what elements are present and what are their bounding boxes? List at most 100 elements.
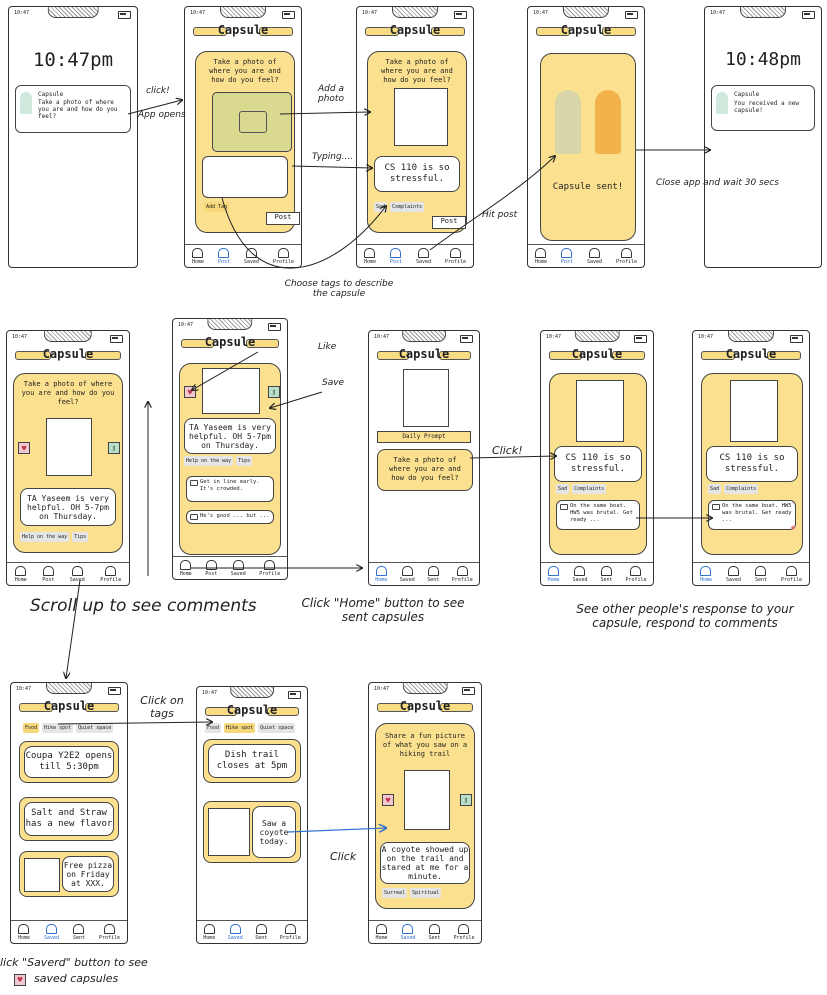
tag-chip[interactable]: Tips: [236, 456, 253, 466]
saved-capsule[interactable]: Coupa Y2E2 opens till 5:30pm: [19, 741, 119, 783]
tab-saved[interactable]: Saved: [416, 247, 431, 265]
comment[interactable]: He's good ... but ...: [186, 510, 274, 524]
notch: [43, 331, 93, 342]
star-icon[interactable]: ★: [789, 522, 796, 533]
tab-sent[interactable]: Sent: [73, 923, 85, 941]
tag-filter[interactable]: Quiet space: [76, 723, 114, 733]
tag-filter[interactable]: Food: [205, 723, 222, 733]
tab-post[interactable]: Post: [218, 247, 230, 265]
capsule-text: Saw a coyote today.: [252, 806, 296, 858]
saved-capsule[interactable]: Saw a coyote today.: [203, 801, 301, 863]
saved-capsule[interactable]: Salt and Straw has a new flavor: [19, 797, 119, 841]
tab-saved[interactable]: Saved: [228, 923, 243, 941]
tag-chip[interactable]: Complaints: [724, 484, 759, 494]
post-button[interactable]: Post: [266, 212, 300, 225]
tab-profile[interactable]: Profile: [259, 559, 280, 577]
photo-student-laptop: [576, 380, 624, 442]
save-button[interactable]: ▯: [108, 442, 120, 454]
tag-filter[interactable]: Food: [23, 723, 40, 733]
save-button[interactable]: ▯: [460, 794, 472, 806]
post-button[interactable]: Post: [432, 216, 466, 229]
tag-chip[interactable]: Help on the way: [20, 532, 70, 542]
tab-home[interactable]: Home: [375, 923, 388, 941]
status-time: 10:47: [12, 334, 28, 340]
tab-saved[interactable]: Saved: [231, 559, 246, 577]
tab-post[interactable]: Post: [42, 565, 54, 583]
tab-home[interactable]: Home: [535, 247, 547, 265]
add-tag-button[interactable]: Add Tag: [204, 202, 230, 212]
comment[interactable]: On the same boat. HW5 was brutal. Get re…: [708, 500, 796, 530]
tab-home[interactable]: Home: [18, 923, 30, 941]
prompt-text: Share a fun picture of what you saw on a…: [382, 732, 468, 758]
tag-chip[interactable]: Complaints: [572, 484, 607, 494]
logo-text: Capsule: [571, 347, 623, 361]
tag-chip[interactable]: Complaints: [390, 202, 425, 212]
tab-home[interactable]: Home: [547, 565, 560, 583]
tab-home[interactable]: Home: [375, 565, 387, 583]
saved-capsule[interactable]: Free pizza on Friday at XXX.: [19, 851, 119, 897]
tab-post[interactable]: Post: [561, 247, 573, 265]
tab-sent[interactable]: Sent: [600, 565, 613, 583]
tab-profile[interactable]: Profile: [100, 565, 121, 583]
notification-card[interactable]: Capsule You received a new capsule!: [711, 85, 815, 131]
tab-home[interactable]: Home: [15, 565, 27, 583]
send-icon: [255, 923, 267, 934]
phone-sent-capsule-detail: 10:47 Capsule CS 110 is so stressful. Sa…: [540, 330, 654, 586]
tab-profile[interactable]: Profile: [99, 923, 120, 941]
tab-post[interactable]: Post: [205, 559, 217, 577]
tab-sent[interactable]: Sent: [255, 923, 267, 941]
tab-saved[interactable]: Saved: [400, 923, 416, 941]
tab-profile[interactable]: Profile: [280, 923, 301, 941]
tab-saved[interactable]: Saved: [244, 247, 259, 265]
tab-profile[interactable]: Profile: [625, 565, 647, 583]
capsule-card: ♥ ▯ TA Yaseem is very helpful. OH 5-7pm …: [179, 363, 281, 555]
like-button[interactable]: ♥: [382, 794, 394, 806]
tag-filter[interactable]: Quiet space: [258, 723, 296, 733]
tab-home[interactable]: Home: [364, 247, 376, 265]
photo-coyote: [208, 808, 250, 856]
like-button[interactable]: ♥: [18, 442, 30, 454]
tab-saved[interactable]: Saved: [587, 247, 602, 265]
notification-card[interactable]: Capsule Take a photo of where you are an…: [15, 85, 131, 133]
tab-post[interactable]: Post: [390, 247, 402, 265]
tag-filter[interactable]: Hike spot: [224, 723, 256, 733]
battery-icon: [802, 11, 815, 19]
tab-profile[interactable]: Profile: [452, 565, 473, 583]
tab-bar: Home Post Saved Profile: [7, 562, 129, 585]
add-photo-button[interactable]: [212, 92, 292, 152]
comment[interactable]: Get in line early. It's crowded.: [186, 476, 274, 502]
tab-saved[interactable]: Saved: [44, 923, 59, 941]
save-button[interactable]: ▯: [268, 386, 280, 398]
tab-profile[interactable]: Profile: [781, 565, 802, 583]
tab-sent[interactable]: Sent: [428, 923, 441, 941]
tag-chip[interactable]: Sad: [708, 484, 722, 494]
tag-filter[interactable]: Hike spot: [42, 723, 74, 733]
caption-input[interactable]: [202, 156, 288, 198]
tab-profile[interactable]: Profile: [453, 923, 475, 941]
tab-home[interactable]: Home: [700, 565, 712, 583]
saved-capsule[interactable]: Dish trail closes at 5pm: [203, 739, 301, 783]
tag-chip[interactable]: Sad: [556, 484, 570, 494]
tab-profile[interactable]: Profile: [445, 247, 466, 265]
tab-saved[interactable]: Saved: [726, 565, 741, 583]
like-button[interactable]: ♥: [184, 386, 196, 398]
tab-profile[interactable]: Profile: [273, 247, 294, 265]
tag-chip[interactable]: Help on the way: [184, 456, 234, 466]
tab-sent[interactable]: Sent: [755, 565, 767, 583]
tab-saved[interactable]: Saved: [70, 565, 85, 583]
tab-saved[interactable]: Saved: [400, 565, 415, 583]
tab-home[interactable]: Home: [203, 923, 215, 941]
tab-bar: Home Post Saved Profile: [185, 244, 301, 267]
tag-chip[interactable]: Tips: [72, 532, 89, 542]
tab-home[interactable]: Home: [192, 247, 204, 265]
tab-saved[interactable]: Saved: [572, 565, 588, 583]
comment[interactable]: On the same boat. HW5 was brutal. Get re…: [556, 500, 640, 530]
tag-chip[interactable]: Sad: [374, 202, 388, 212]
tag-chip[interactable]: Spiritual: [410, 888, 442, 898]
daily-prompt-card[interactable]: Take a photo of where you are and how do…: [377, 449, 473, 491]
tab-home[interactable]: Home: [180, 559, 192, 577]
battery-icon: [282, 11, 295, 19]
tab-sent[interactable]: Sent: [427, 565, 439, 583]
tag-chip[interactable]: Surreal: [382, 888, 408, 898]
tab-profile[interactable]: Profile: [616, 247, 637, 265]
